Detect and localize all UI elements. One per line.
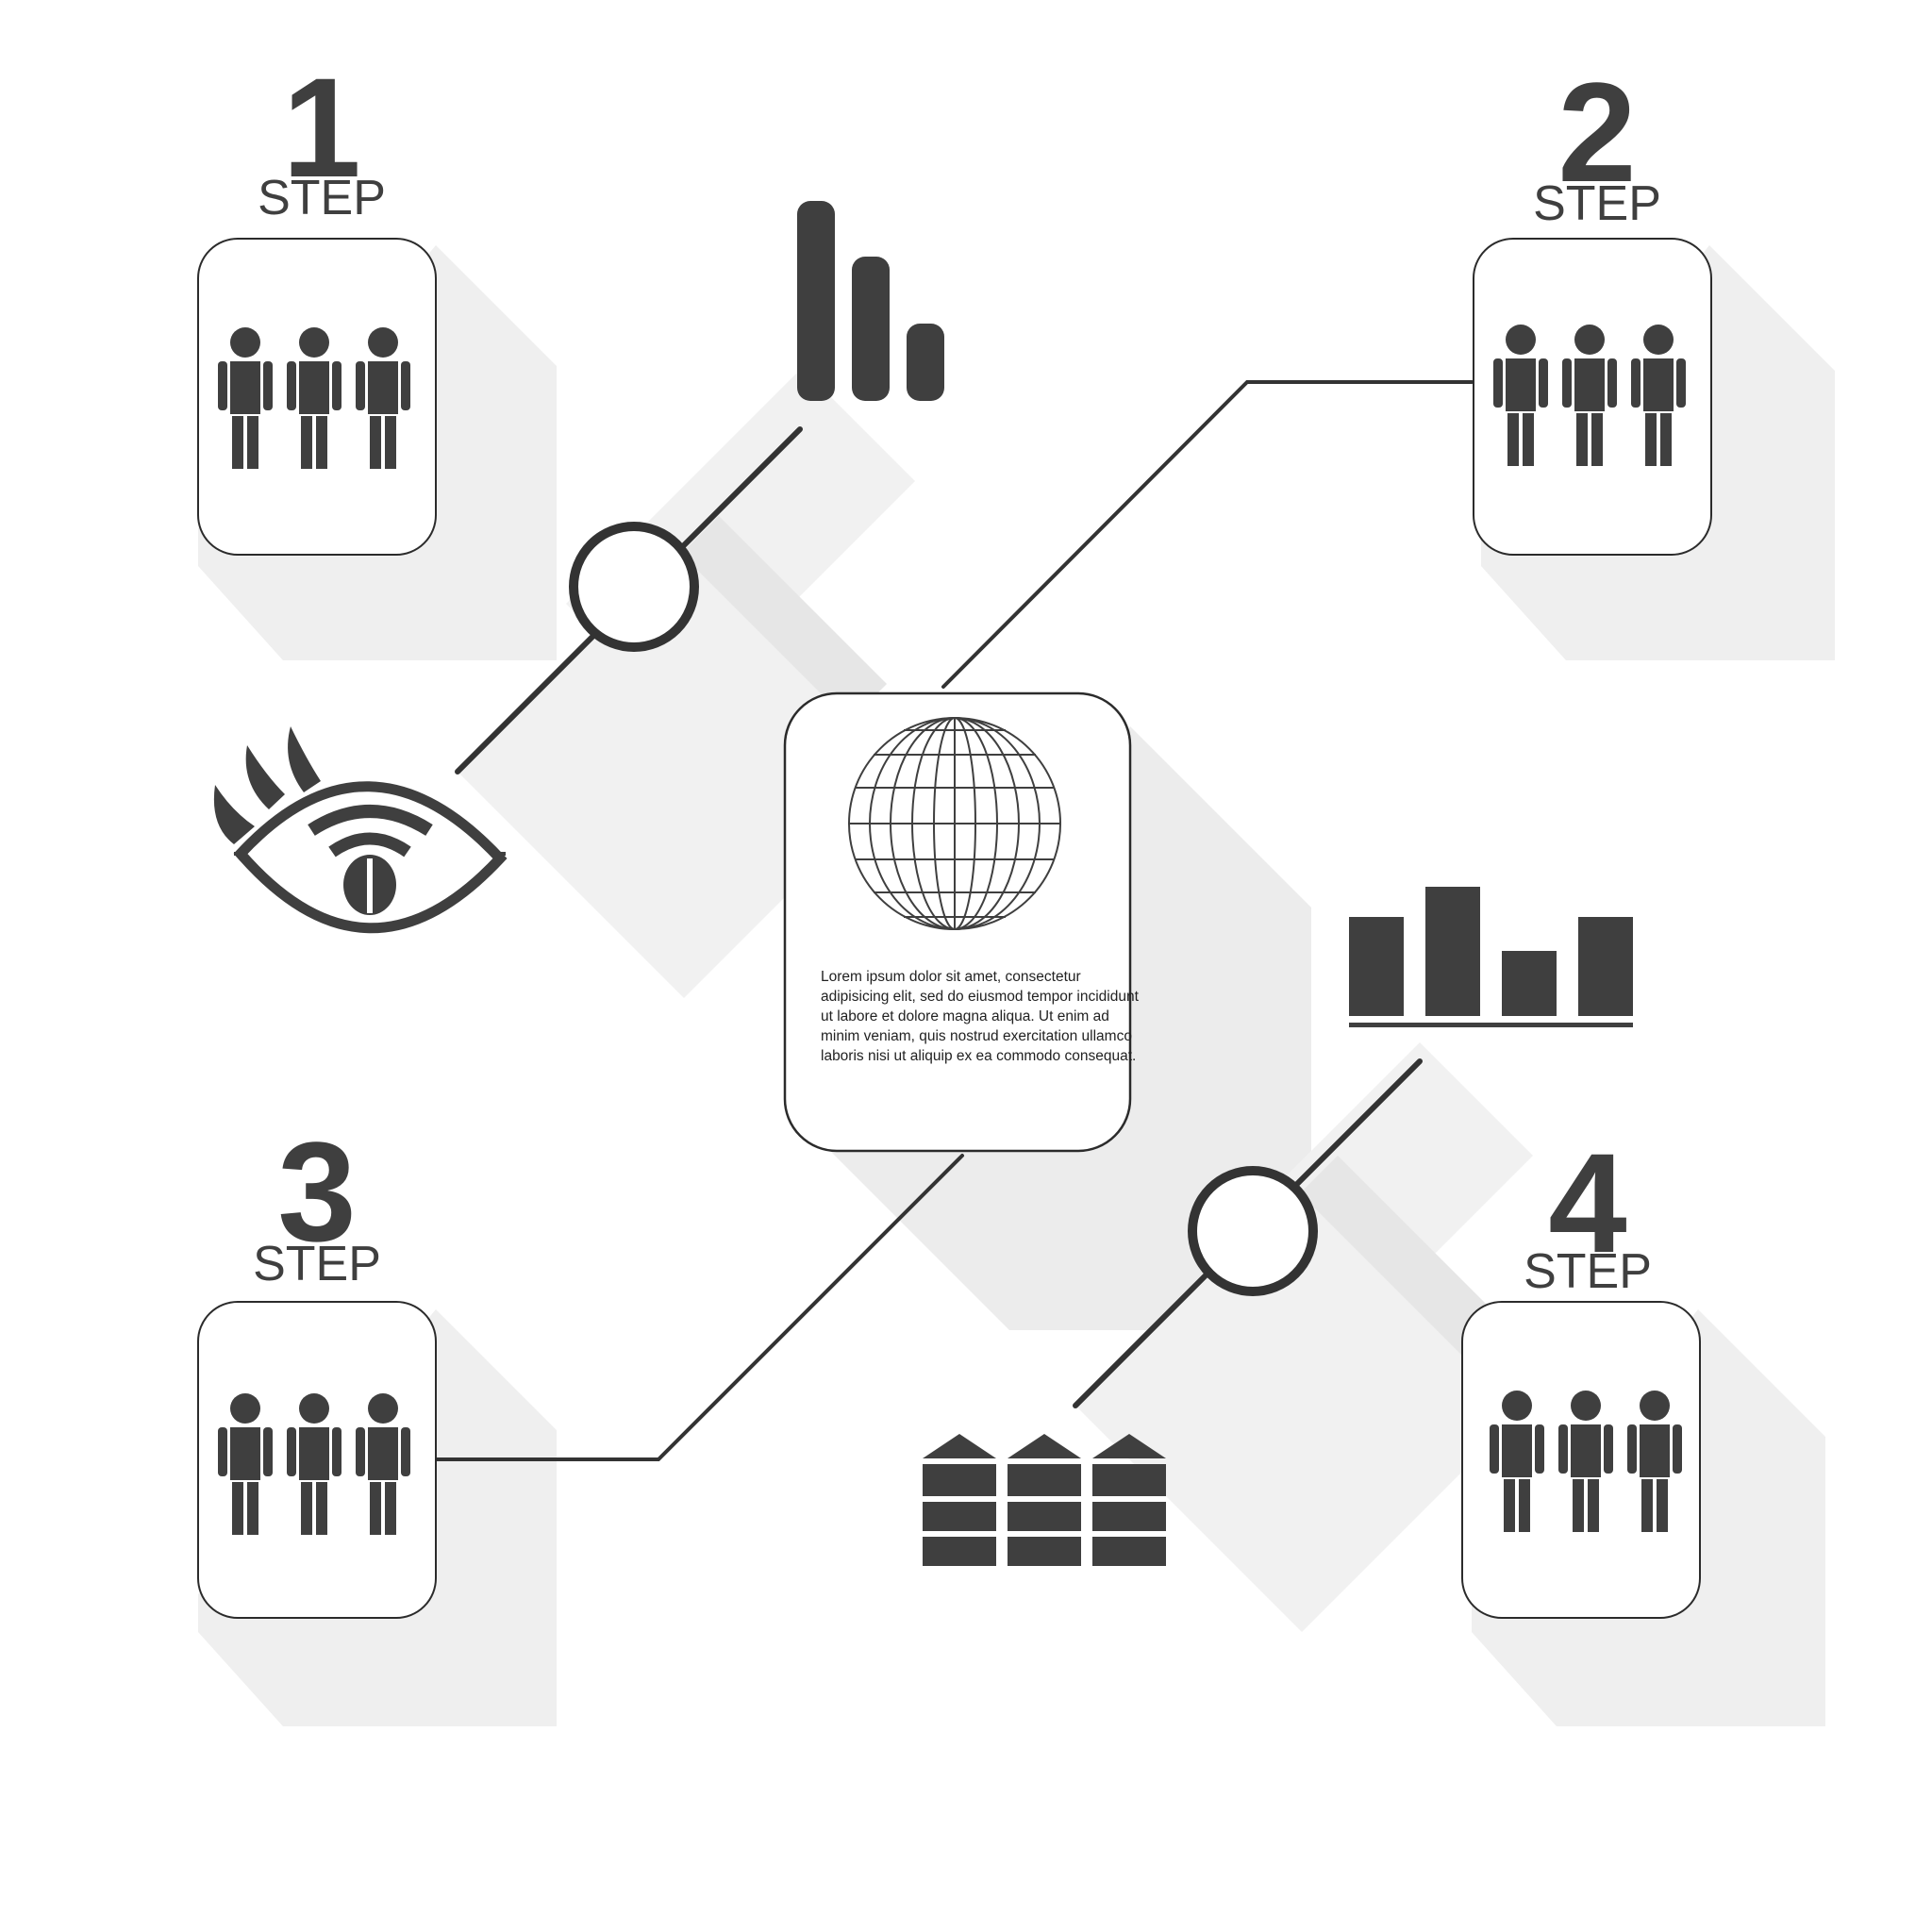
circle1-shadow — [681, 516, 887, 722]
step1-label: STEP — [258, 171, 386, 225]
node-circle-2[interactable] — [1188, 1166, 1318, 1296]
houses-icon — [923, 1434, 1166, 1566]
column-chart-icon — [1349, 887, 1633, 1027]
step3-number: 3 — [277, 1112, 357, 1271]
step2-number: 2 — [1557, 53, 1637, 211]
center-card-text: Lorem ipsum dolor sit amet, consectetur … — [821, 969, 1139, 1064]
bar-chart-icon — [797, 201, 944, 401]
globe-icon — [848, 717, 1061, 930]
house-3 — [1092, 1434, 1166, 1566]
step1-number: 1 — [282, 48, 361, 207]
connector-center-to-step3 — [434, 1154, 964, 1461]
eye-icon — [213, 726, 508, 934]
circle2-shadow — [1300, 1156, 1509, 1365]
center-card[interactable] — [783, 691, 1132, 1153]
step2-label: STEP — [1533, 176, 1661, 231]
step3-label: STEP — [253, 1237, 381, 1291]
house-1 — [923, 1434, 996, 1566]
step4-label: STEP — [1524, 1244, 1652, 1299]
node-circle-1[interactable] — [569, 522, 699, 652]
house-2 — [1008, 1434, 1081, 1566]
connector-center-to-step2 — [941, 380, 1474, 689]
step4-number: 4 — [1548, 1124, 1627, 1282]
line2-shadow — [1075, 1042, 1533, 1632]
